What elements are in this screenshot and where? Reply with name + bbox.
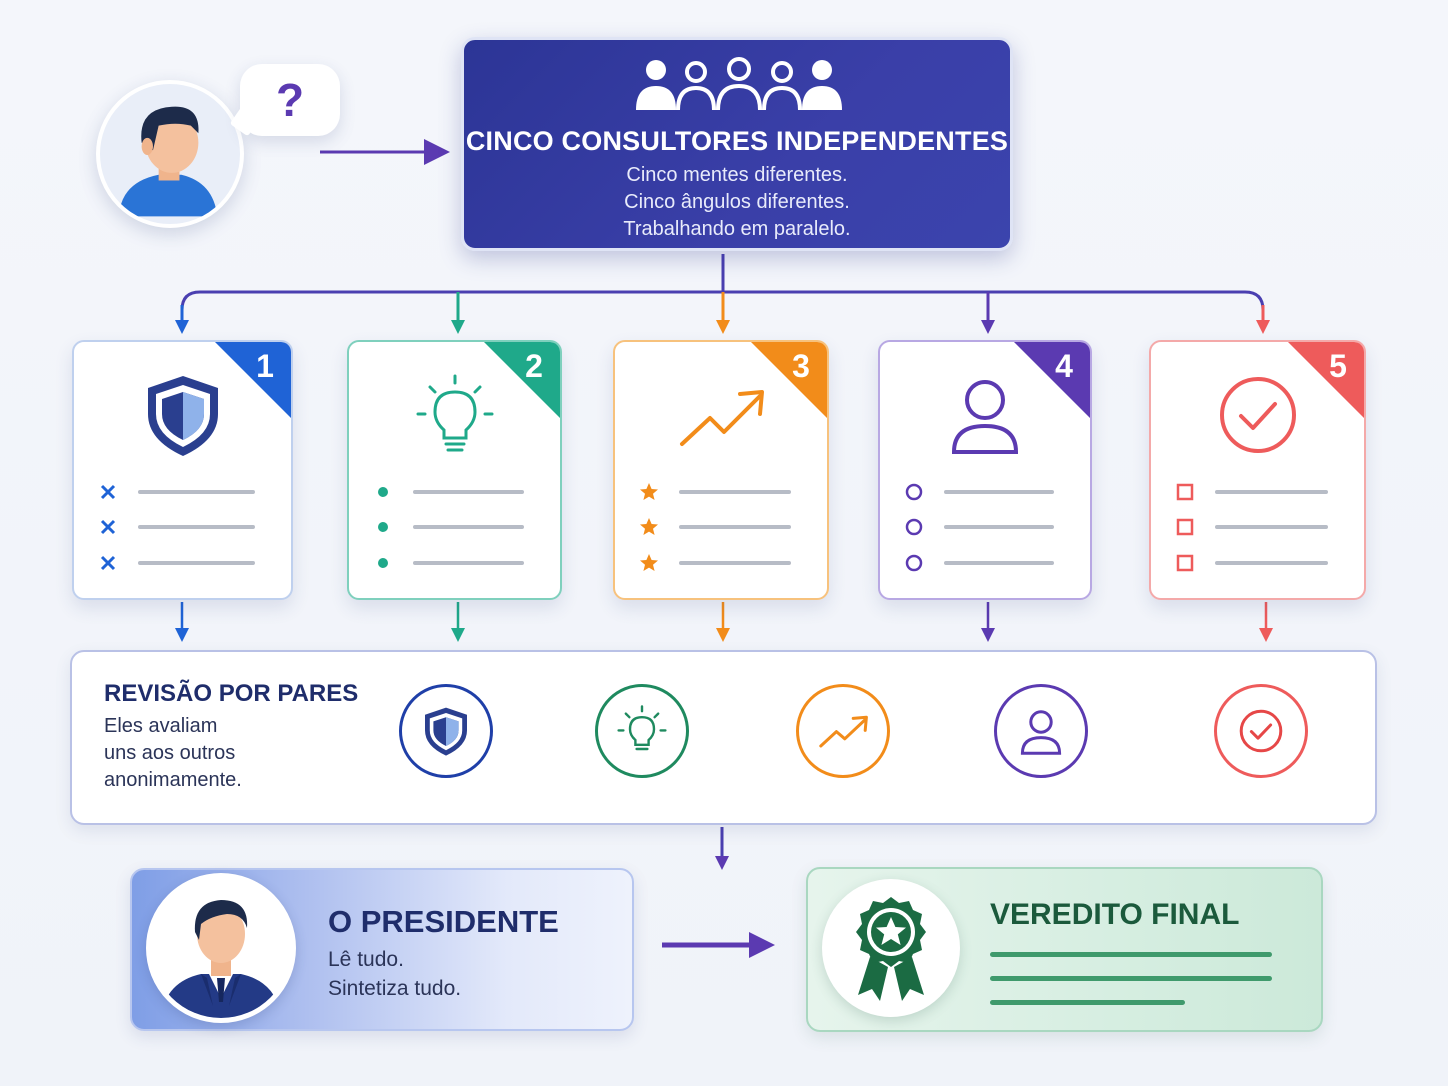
shield-icon: [147, 376, 218, 456]
peer-review-title: REVISÃO POR PARES: [104, 680, 359, 707]
consultants-line-1: Cinco mentes diferentes.: [626, 164, 848, 186]
question-bubble: ?: [240, 64, 340, 136]
x-mark-icon: [100, 555, 116, 571]
president-title: O PRESIDENTE: [328, 904, 559, 939]
peer-review-line-2: uns aos outros: [104, 742, 236, 764]
check-circle-icon: [1239, 709, 1283, 753]
trend-up-arrow-icon: [819, 715, 868, 748]
person-icon: [118, 106, 218, 217]
question-mark-icon: ?: [275, 74, 305, 126]
card-number: 4: [1055, 348, 1073, 384]
star-icon: [640, 518, 658, 535]
president-line-1: Lê tudo.: [328, 948, 404, 971]
card-list-item: [98, 553, 255, 573]
dot-icon: [378, 487, 388, 497]
trend-up-arrow-icon: [680, 390, 764, 446]
user-icon: [951, 380, 1019, 454]
peer-node-5: [1214, 684, 1308, 778]
consultant-card-4: 4: [878, 340, 1092, 600]
consultant-card-3: 3: [613, 340, 829, 600]
peer-review-box: [70, 650, 1377, 825]
lightbulb-icon: [617, 705, 667, 751]
square-icon: [1176, 554, 1194, 572]
card-list-item: [639, 482, 791, 502]
consultants-title: CINCO CONSULTORES INDEPENDENTES: [465, 126, 1009, 156]
card-list-item: [904, 517, 1054, 537]
consultants-line-2: Cinco ângulos diferentes.: [624, 191, 850, 213]
card-number: 5: [1329, 348, 1347, 384]
dot-icon: [378, 558, 388, 568]
star-icon: [640, 554, 658, 571]
lightbulb-icon: [416, 374, 493, 452]
peer-node-1: [399, 684, 493, 778]
star-icon: [640, 483, 658, 500]
businessman-icon: [151, 878, 291, 1018]
president-avatar: [146, 873, 296, 1023]
card-number: 1: [256, 348, 274, 384]
card-list-item: [373, 482, 524, 502]
user-icon: [1020, 710, 1062, 755]
card-list-item: [639, 553, 791, 573]
dot-icon: [378, 522, 388, 532]
card-badge: [1288, 342, 1364, 418]
card-number: 2: [525, 348, 543, 384]
card-list-item: [1175, 553, 1328, 573]
verdict-title: VEREDITO FINAL: [990, 898, 1240, 931]
group-people-icon: [636, 57, 842, 111]
card-number: 3: [792, 348, 810, 384]
card-list-item: [639, 517, 791, 537]
consultant-card-2: 2: [347, 340, 562, 600]
peer-review-line-1: Eles avaliam: [104, 715, 218, 737]
card-list-item: [1175, 517, 1328, 537]
consultant-card-5: 5: [1149, 340, 1366, 600]
president-line-2: Sintetiza tudo.: [328, 977, 462, 1000]
verdict-line-2: [990, 976, 1272, 981]
card-badge: [1014, 342, 1090, 418]
verdict-line-1: [990, 952, 1272, 957]
card-badge: [484, 342, 560, 418]
card-badge: [215, 342, 291, 418]
card-list-item: [373, 553, 524, 573]
verdict-line-3: [990, 1000, 1185, 1005]
peer-node-4: [994, 684, 1088, 778]
card-list-item: [904, 553, 1054, 573]
card-list-item: [904, 482, 1054, 502]
shield-icon: [425, 707, 467, 756]
consultant-card-1: 1: [72, 340, 293, 600]
peer-node-3: [796, 684, 890, 778]
square-icon: [1176, 483, 1194, 501]
square-icon: [1176, 518, 1194, 536]
circle-icon: [905, 518, 923, 536]
card-list-item: [373, 517, 524, 537]
peer-review-line-3: anonimamente.: [104, 769, 242, 791]
card-list-item: [98, 517, 255, 537]
x-mark-icon: [100, 519, 116, 535]
circle-icon: [905, 483, 923, 501]
card-list-item: [1175, 482, 1328, 502]
check-circle-icon: [1219, 377, 1296, 453]
circle-icon: [905, 554, 923, 572]
consultants-box: CINCO CONSULTORES INDEPENDENTES Cinco me…: [461, 37, 1013, 251]
peer-node-2: [595, 684, 689, 778]
consultants-line-3: Trabalhando em paralelo.: [623, 218, 851, 240]
card-badge: [751, 342, 827, 418]
verdict-medal: [822, 879, 960, 1017]
user-avatar: [96, 80, 244, 228]
card-list-item: [98, 482, 255, 502]
x-mark-icon: [100, 484, 116, 500]
award-ribbon-icon: [856, 897, 926, 1001]
